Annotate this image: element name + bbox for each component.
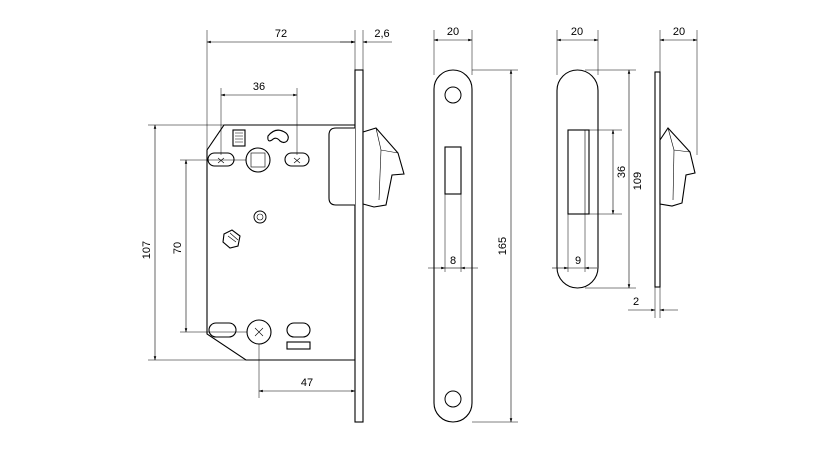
latch-bolt [362,127,405,208]
upper-follower [245,147,271,173]
side-latch [659,127,696,207]
dim-latch-slot-width: 8 [450,255,456,267]
lower-left-slot [208,322,237,338]
side-plate [654,71,661,288]
lower-right-slot [286,322,311,338]
spring-detail [232,129,246,147]
dim-body-width: 72 [275,28,287,40]
center-screw [253,210,267,224]
lock-body-view: 72 2,6 36 107 70 47 [141,28,405,423]
faceplate-top-hole [444,86,462,104]
faceplate [433,69,473,423]
strike-plate-view: 20 36 109 9 [552,26,644,289]
curved-slot [267,129,289,144]
dim-strike-slot-width: 9 [575,255,581,267]
dim-side-thickness: 2 [633,296,639,308]
dim-strike-slot-height: 36 [616,166,628,178]
dim-strike-width: 20 [571,26,583,38]
dim-faceplate-height: 165 [497,237,509,255]
dim-mounting-height: 107 [141,241,153,259]
dim-follower-to-cylinder: 70 [172,242,184,254]
faceplate-front-view: 20 165 8 [428,26,518,423]
faceplate-bottom-hole [444,390,462,408]
dim-faceplate-thickness: 2,6 [374,28,389,40]
faceplate-side-view: 20 2 [628,26,698,318]
dim-faceplate-width: 20 [447,26,459,38]
dim-side-width: 20 [673,26,685,38]
latch-slot [444,146,462,195]
latch-housing [328,127,355,206]
strike-slot [567,129,590,215]
lower-tab [286,341,311,350]
faceplate-edge [354,69,364,423]
dim-backset: 47 [301,377,313,389]
dim-handle-spacing: 36 [253,81,265,93]
dim-strike-height: 109 [632,172,644,190]
